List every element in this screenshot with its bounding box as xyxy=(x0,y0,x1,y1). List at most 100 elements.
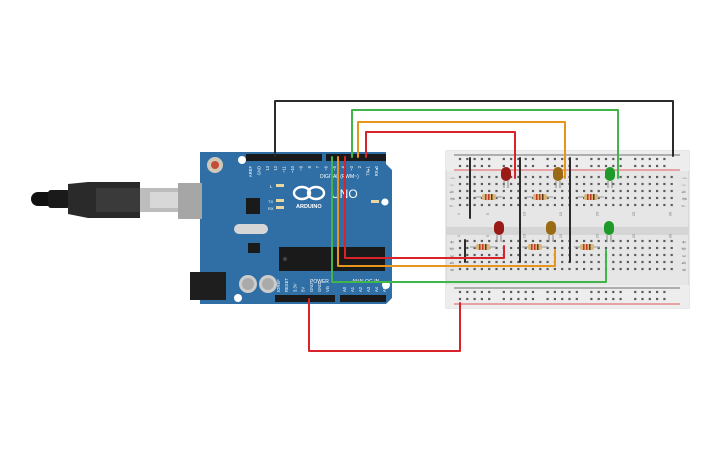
breadboard-hole[interactable] xyxy=(619,189,622,193)
breadboard-hole[interactable] xyxy=(626,175,629,179)
breadboard-hole[interactable] xyxy=(597,260,600,264)
breadboard-hole[interactable] xyxy=(473,182,476,186)
breadboard-hole[interactable] xyxy=(597,246,600,250)
breadboard-hole[interactable] xyxy=(670,203,673,207)
breadboard-hole[interactable] xyxy=(590,239,593,243)
breadboard-hole[interactable] xyxy=(634,246,637,250)
resistor-top-1[interactable] xyxy=(476,194,502,200)
breadboard-hole[interactable] xyxy=(524,253,527,257)
breadboard-hole[interactable] xyxy=(517,253,520,257)
breadboard-hole[interactable] xyxy=(524,164,527,168)
breadboard-hole[interactable] xyxy=(458,290,462,294)
breadboard-hole[interactable] xyxy=(641,157,644,161)
breadboard-hole[interactable] xyxy=(458,203,462,207)
breadboard-hole[interactable] xyxy=(619,239,622,243)
breadboard-hole[interactable] xyxy=(575,189,578,193)
breadboard-hole[interactable] xyxy=(458,239,462,243)
breadboard-hole[interactable] xyxy=(670,267,673,271)
breadboard-hole[interactable] xyxy=(612,246,615,250)
breadboard-hole[interactable] xyxy=(458,164,462,168)
breadboard-hole[interactable] xyxy=(480,189,483,193)
breadboard-hole[interactable] xyxy=(575,164,578,168)
breadboard-hole[interactable] xyxy=(458,157,462,161)
breadboard-hole[interactable] xyxy=(619,290,622,294)
breadboard-hole[interactable] xyxy=(641,246,644,250)
breadboard-hole[interactable] xyxy=(597,267,600,271)
breadboard-hole[interactable] xyxy=(495,175,498,179)
breadboard-hole[interactable] xyxy=(510,175,513,179)
breadboard-hole[interactable] xyxy=(575,239,578,243)
breadboard-hole[interactable] xyxy=(524,175,527,179)
breadboard-hole[interactable] xyxy=(517,246,520,250)
breadboard-hole[interactable] xyxy=(656,164,659,168)
breadboard-hole[interactable] xyxy=(473,189,476,193)
breadboard-hole[interactable] xyxy=(656,175,659,179)
breadboard-hole[interactable] xyxy=(612,239,615,243)
breadboard-hole[interactable] xyxy=(670,260,673,264)
breadboard-hole[interactable] xyxy=(597,157,600,161)
breadboard-hole[interactable] xyxy=(604,246,608,250)
breadboard-hole[interactable] xyxy=(648,196,651,200)
wire-orange-bottom[interactable] xyxy=(337,156,556,267)
breadboard-hole[interactable] xyxy=(656,157,659,161)
breadboard-hole[interactable] xyxy=(539,203,542,207)
resistor-bottom-1[interactable] xyxy=(470,244,496,250)
breadboard-hole[interactable] xyxy=(524,267,527,271)
led-green-bottom[interactable] xyxy=(604,221,614,242)
breadboard-hole[interactable] xyxy=(517,260,520,264)
breadboard-hole[interactable] xyxy=(561,182,564,186)
breadboard-hole[interactable] xyxy=(670,189,673,193)
breadboard-hole[interactable] xyxy=(466,164,469,168)
breadboard-hole[interactable] xyxy=(524,189,527,193)
breadboard-hole[interactable] xyxy=(458,189,462,193)
breadboard-hole[interactable] xyxy=(619,175,622,179)
breadboard-hole[interactable] xyxy=(648,189,651,193)
breadboard-hole[interactable] xyxy=(641,253,644,257)
breadboard-hole[interactable] xyxy=(612,196,615,200)
breadboard-hole[interactable] xyxy=(561,203,564,207)
breadboard-hole[interactable] xyxy=(575,253,578,257)
breadboard-hole[interactable] xyxy=(510,260,513,264)
breadboard-hole[interactable] xyxy=(517,157,520,161)
breadboard-hole[interactable] xyxy=(670,175,673,179)
breadboard-hole[interactable] xyxy=(466,189,469,193)
breadboard-hole[interactable] xyxy=(473,164,476,168)
breadboard-hole[interactable] xyxy=(517,196,520,200)
breadboard-hole[interactable] xyxy=(561,297,564,301)
breadboard-hole[interactable] xyxy=(531,182,535,186)
wire-orange-top[interactable] xyxy=(357,121,566,179)
breadboard-hole[interactable] xyxy=(641,196,644,200)
breadboard-hole[interactable] xyxy=(590,253,593,257)
breadboard-hole[interactable] xyxy=(663,189,666,193)
breadboard-hole[interactable] xyxy=(604,196,608,200)
breadboard-hole[interactable] xyxy=(561,157,564,161)
breadboard-hole[interactable] xyxy=(656,297,659,301)
breadboard-hole[interactable] xyxy=(495,253,498,257)
breadboard-hole[interactable] xyxy=(561,189,564,193)
breadboard-hole[interactable] xyxy=(648,239,651,243)
breadboard-hole[interactable] xyxy=(575,182,578,186)
breadboard-hole[interactable] xyxy=(597,297,600,301)
breadboard-hole[interactable] xyxy=(634,157,637,161)
breadboard-hole[interactable] xyxy=(619,246,622,250)
breadboard-hole[interactable] xyxy=(634,164,637,168)
breadboard-hole[interactable] xyxy=(553,267,556,271)
led-yellow-top[interactable] xyxy=(553,167,563,188)
breadboard-hole[interactable] xyxy=(619,260,622,264)
wire-5v-red[interactable] xyxy=(308,298,461,352)
breadboard-hole[interactable] xyxy=(641,164,644,168)
breadboard-hole[interactable] xyxy=(634,297,637,301)
breadboard-hole[interactable] xyxy=(488,290,491,294)
breadboard-hole[interactable] xyxy=(546,260,549,264)
breadboard-hole[interactable] xyxy=(663,164,666,168)
breadboard-hole[interactable] xyxy=(648,260,651,264)
breadboard-hole[interactable] xyxy=(488,267,491,271)
breadboard-hole[interactable] xyxy=(663,260,666,264)
breadboard-hole[interactable] xyxy=(641,297,644,301)
breadboard-hole[interactable] xyxy=(488,239,491,243)
breadboard-hole[interactable] xyxy=(488,203,491,207)
breadboard-hole[interactable] xyxy=(634,290,637,294)
breadboard-hole[interactable] xyxy=(480,175,483,179)
breadboard-hole[interactable] xyxy=(597,196,600,200)
breadboard-hole[interactable] xyxy=(480,297,483,301)
